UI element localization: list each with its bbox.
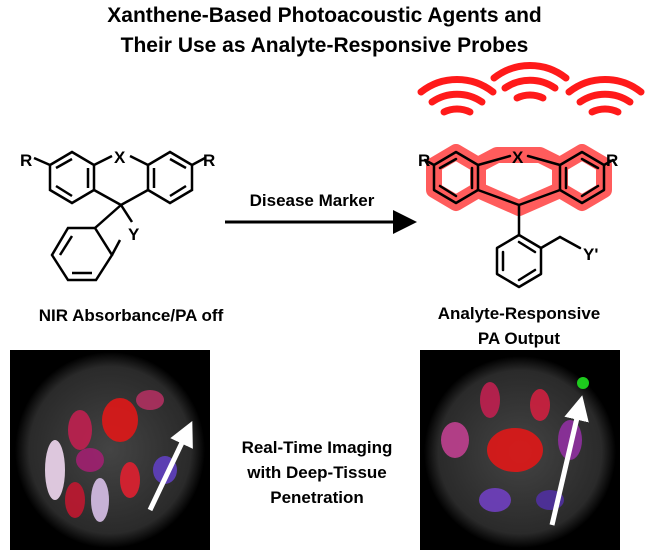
left-caption: NIR Absorbance/PA off — [38, 306, 224, 325]
right-caption-line-1: Analyte-Responsive — [437, 304, 601, 323]
title-line-1: Xanthene-Based Photoacoustic Agents and — [107, 4, 542, 27]
arrow-label: Disease Marker — [250, 191, 375, 210]
pa-image-after — [420, 350, 620, 550]
atom-x: X — [114, 148, 126, 167]
atom-y: Y — [128, 225, 140, 244]
atom-r-left: R — [20, 151, 32, 170]
right-caption-line-2: PA Output — [477, 329, 561, 348]
atom-r-right: R — [606, 151, 618, 170]
spirocyclic-closed-structure — [33, 150, 206, 282]
pa-image-before — [10, 350, 210, 550]
center-caption-line-3: Penetration — [270, 488, 364, 507]
atom-r-right: R — [203, 151, 215, 170]
center-caption-line-1: Real-Time Imaging — [241, 438, 393, 457]
arrow-indicator-icon — [147, 420, 193, 512]
atom-y-prime: Y' — [583, 245, 598, 264]
photoacoustic-signal-waves-icon — [417, 62, 645, 116]
center-caption-line-2: with Deep-Tissue — [247, 463, 387, 482]
xanthene-open-structure — [423, 144, 615, 289]
title-line-2: Their Use as Analyte-Responsive Probes — [120, 34, 529, 57]
atom-r-left: R — [418, 151, 430, 170]
atom-x: X — [512, 148, 524, 167]
arrow-indicator-icon — [549, 395, 589, 526]
